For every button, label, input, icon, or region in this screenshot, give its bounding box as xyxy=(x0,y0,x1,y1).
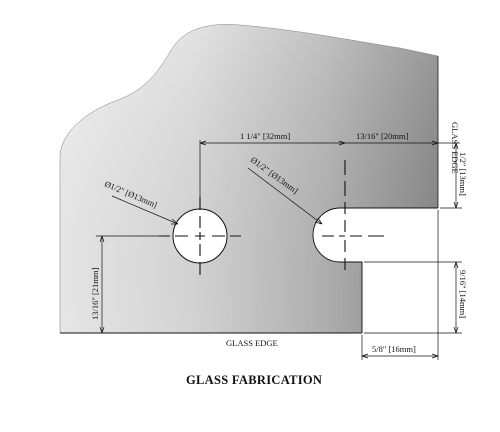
dim-notch-bottom-height: 9/16" [14mm] xyxy=(364,261,468,334)
glass-edge-right: GLASS EDGE xyxy=(437,56,460,208)
glass-edge-bottom: GLASS EDGE xyxy=(60,332,362,348)
svg-text:GLASS EDGE: GLASS EDGE xyxy=(450,122,460,174)
svg-text:9/16" [14mm]: 9/16" [14mm] xyxy=(458,270,468,318)
svg-text:13/16" [20mm]: 13/16" [20mm] xyxy=(356,131,409,141)
svg-text:1 1/4" [32mm]: 1 1/4" [32mm] xyxy=(240,131,290,141)
svg-text:13/16" [21mm]: 13/16" [21mm] xyxy=(90,267,100,320)
dim-notch-width: 5/8" [16mm] xyxy=(361,210,439,360)
svg-text:5/8" [16mm]: 5/8" [16mm] xyxy=(372,344,416,354)
svg-text:GLASS EDGE: GLASS EDGE xyxy=(226,338,278,348)
diagram-caption: GLASS FABRICATION xyxy=(186,373,322,387)
dim-notch-offset-top: 13/16" [20mm] xyxy=(345,131,439,146)
svg-text:1/2" [13mm]: 1/2" [13mm] xyxy=(458,152,468,196)
dim-hole-height: 13/16" [21mm] xyxy=(90,235,170,334)
dim-notch-top-height: 1/2" [13mm] xyxy=(438,142,468,209)
dim-hole-spacing: 1 1/4" [32mm] xyxy=(199,131,346,205)
notch-centerlines xyxy=(322,160,384,270)
